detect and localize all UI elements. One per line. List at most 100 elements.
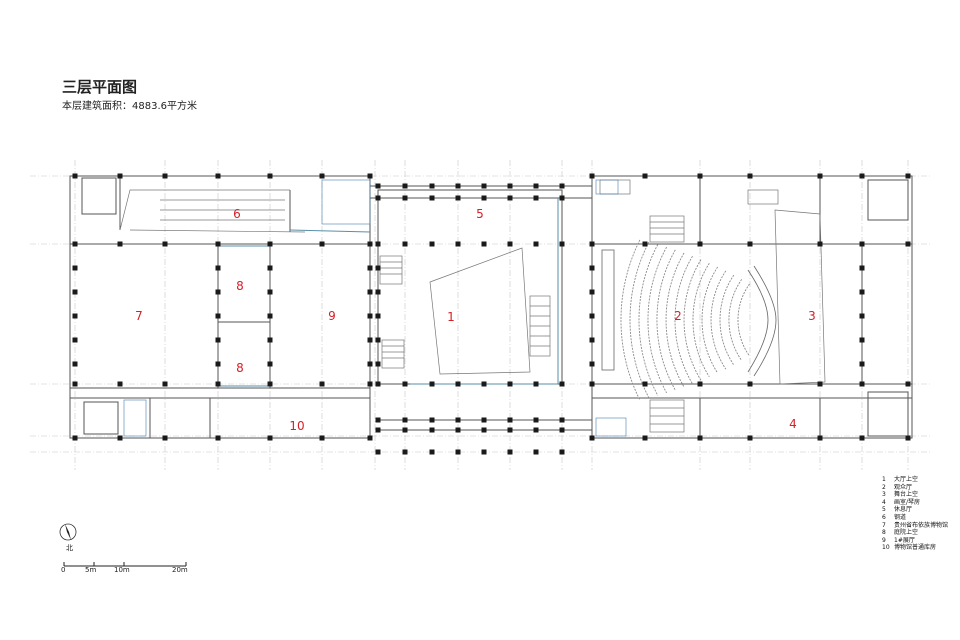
column [697, 435, 703, 441]
column [367, 381, 373, 387]
column [747, 435, 753, 441]
column [533, 449, 539, 455]
scale-label-20m: 20m [172, 566, 188, 574]
column [429, 381, 435, 387]
column [375, 265, 381, 271]
column [367, 313, 373, 319]
scale-label-5m: 5m [85, 566, 97, 574]
column [642, 435, 648, 441]
column [319, 381, 325, 387]
column [481, 195, 487, 201]
column [589, 289, 595, 295]
column [455, 183, 461, 189]
column [367, 289, 373, 295]
column [533, 417, 539, 423]
column [455, 417, 461, 423]
column [559, 241, 565, 247]
column [455, 241, 461, 247]
interior-details [119, 179, 826, 433]
seat-row [647, 246, 667, 394]
column [72, 241, 78, 247]
column [72, 313, 78, 319]
column [267, 435, 273, 441]
column [215, 289, 221, 295]
column [697, 173, 703, 179]
column [559, 381, 565, 387]
column [367, 241, 373, 247]
column [375, 427, 381, 433]
column [267, 173, 273, 179]
column [747, 173, 753, 179]
column [375, 195, 381, 201]
column [747, 381, 753, 387]
column [267, 289, 273, 295]
column [859, 241, 865, 247]
column [859, 381, 865, 387]
column [859, 337, 865, 343]
seat-row [701, 266, 718, 374]
walls [69, 175, 913, 439]
column [367, 337, 373, 343]
column [402, 183, 408, 189]
column [905, 435, 911, 441]
column [375, 417, 381, 423]
column [455, 427, 461, 433]
column [559, 427, 565, 433]
column [117, 435, 123, 441]
column [507, 195, 513, 201]
column [375, 183, 381, 189]
column [859, 361, 865, 367]
column [455, 381, 461, 387]
auditorium-seating [620, 239, 750, 401]
column [905, 173, 911, 179]
column [481, 417, 487, 423]
column [507, 183, 513, 189]
seat-row [683, 259, 702, 381]
column [267, 381, 273, 387]
column [481, 427, 487, 433]
column [367, 173, 373, 179]
column [589, 381, 595, 387]
column [72, 173, 78, 179]
column [455, 195, 461, 201]
seat-row [665, 252, 685, 388]
column [72, 289, 78, 295]
column [817, 435, 823, 441]
column [375, 289, 381, 295]
room-label-4: 4 [789, 417, 797, 431]
north-label: 北 [66, 544, 73, 552]
column [533, 381, 539, 387]
seat-row [737, 283, 750, 357]
page-subtitle: 本层建筑面积：4883.6平方米 [62, 101, 197, 112]
column [319, 173, 325, 179]
column [375, 241, 381, 247]
column [215, 361, 221, 367]
north-arrow-icon [59, 523, 77, 541]
column [507, 449, 513, 455]
column [215, 435, 221, 441]
page-title: 三层平面图 [62, 78, 138, 96]
room-label-3: 3 [808, 309, 816, 323]
seat-row [728, 279, 743, 361]
column [481, 449, 487, 455]
room-label-5: 5 [476, 207, 484, 221]
column [72, 337, 78, 343]
column [817, 241, 823, 247]
column [215, 381, 221, 387]
column [697, 381, 703, 387]
column [429, 417, 435, 423]
column [697, 241, 703, 247]
column [589, 361, 595, 367]
room-label-1: 1 [447, 310, 455, 324]
room-label-2: 2 [674, 309, 682, 323]
column [367, 361, 373, 367]
column [375, 381, 381, 387]
